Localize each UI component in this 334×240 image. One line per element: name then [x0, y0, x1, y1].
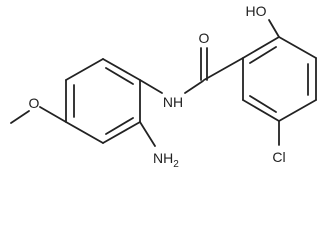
chlorine-label: Cl	[272, 149, 285, 165]
methoxy-bond	[39, 106, 67, 123]
amide-nitrogen-label: NH	[163, 94, 183, 110]
methoxy-aminophenyl-ring	[65, 58, 141, 144]
amino-label: NH2	[153, 150, 179, 170]
ring-a-double-bond	[105, 67, 134, 85]
hydroxyl-label: HO	[246, 3, 267, 19]
amino-bond	[139, 121, 156, 147]
methyl-bond	[10, 110, 30, 124]
ring-b-bond	[242, 99, 280, 122]
chlorohydroxyphenyl-ring	[242, 36, 317, 122]
hydroxyl-bond	[268, 19, 280, 38]
ring-a-bond	[65, 121, 104, 144]
amino-group-text: NH	[153, 150, 173, 166]
nitrogen-carbonyl-bond	[184, 80, 204, 94]
ring-b-bond	[278, 36, 317, 59]
molecule-diagram: O NH2 NH O HO	[10, 3, 317, 170]
ring-a-bond	[102, 58, 141, 81]
carbonyl-oxygen-label: O	[199, 30, 210, 46]
ring-a-double-bond	[105, 117, 134, 135]
methoxy-oxygen-label: O	[29, 95, 40, 111]
amino-subscript: 2	[173, 159, 179, 170]
ring-b-double-bond	[249, 95, 277, 113]
ring-b-double-bond	[249, 46, 277, 64]
ring-b-bond	[278, 99, 317, 122]
ring-a-bond	[65, 58, 104, 81]
ring-b-bond	[242, 36, 280, 59]
ring-a-bond	[102, 121, 141, 144]
carbonyl-aryl-bond	[203, 57, 244, 81]
aryl-nitrogen-bond	[139, 79, 163, 94]
structure-canvas: O NH2 NH O HO	[10, 3, 317, 170]
